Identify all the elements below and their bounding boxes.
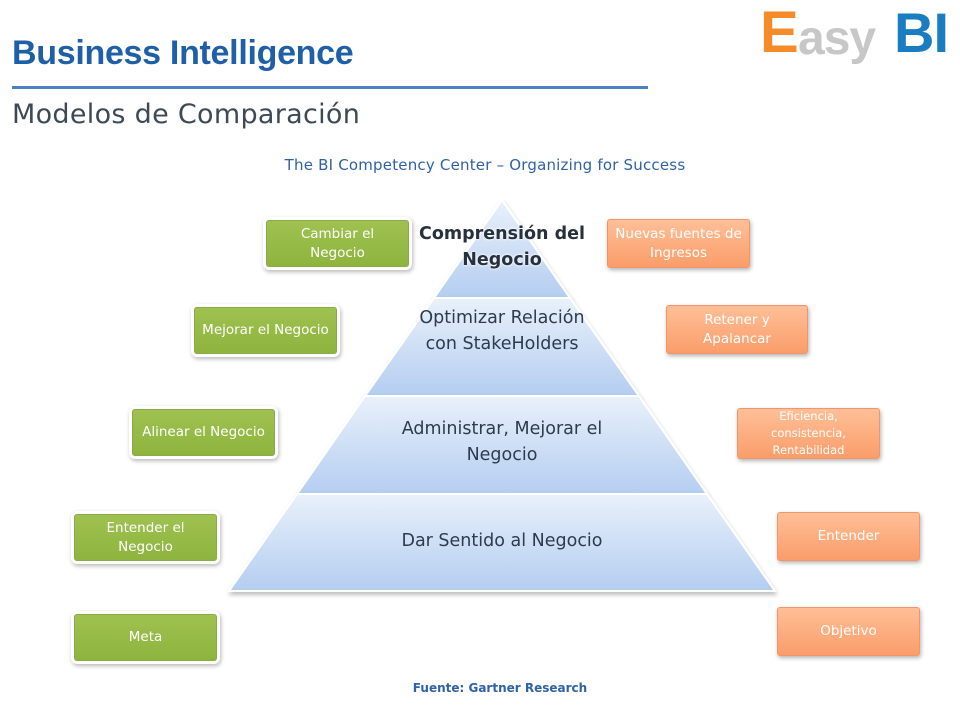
pyramid-tier-3-label: Administrar, Mejorar el Negocio xyxy=(401,419,603,465)
objective-box-retener: Retener y Apalancar xyxy=(666,305,808,354)
pyramid-tier-2-label: Optimizar Relación con StakeHolders xyxy=(419,308,585,354)
slide-title: Business Intelligence xyxy=(12,34,354,72)
diagram-caption: The BI Competency Center – Organizing fo… xyxy=(284,156,686,174)
pyramid-tier-1-label: Comprensión del Negocio xyxy=(419,224,585,270)
logo-text-bi: BI xyxy=(894,1,949,64)
objective-box-objetivo: Objetivo xyxy=(777,607,920,656)
slide-subtitle: Modelos de Comparación xyxy=(12,99,361,130)
objective-box-nuevas-fuentes: Nuevas fuentes de Ingresos xyxy=(607,219,750,268)
goal-box-alinear: Alinear el Negocio xyxy=(132,409,275,456)
easybi-logo: E asy BI xyxy=(760,0,950,70)
goal-box-meta: Meta xyxy=(74,614,217,661)
goal-box-entender: Entender el Negocio xyxy=(74,514,217,561)
pyramid-tier-4 xyxy=(227,493,777,592)
goal-box-mejorar: Mejorar el Negocio xyxy=(194,307,337,354)
title-underline xyxy=(12,86,648,89)
source-citation: Fuente: Gartner Research xyxy=(412,681,588,695)
logo-text-asy: asy xyxy=(798,12,876,65)
pyramid-tier-4-label: Dar Sentido al Negocio xyxy=(401,531,603,551)
goal-box-cambiar: Cambiar el Negocio xyxy=(266,220,409,267)
objective-box-eficiencia: Eficiencia, consistencia, Rentabilidad xyxy=(737,408,880,459)
objective-box-entender: Entender xyxy=(777,512,920,561)
logo-letter-e: E xyxy=(760,0,799,65)
